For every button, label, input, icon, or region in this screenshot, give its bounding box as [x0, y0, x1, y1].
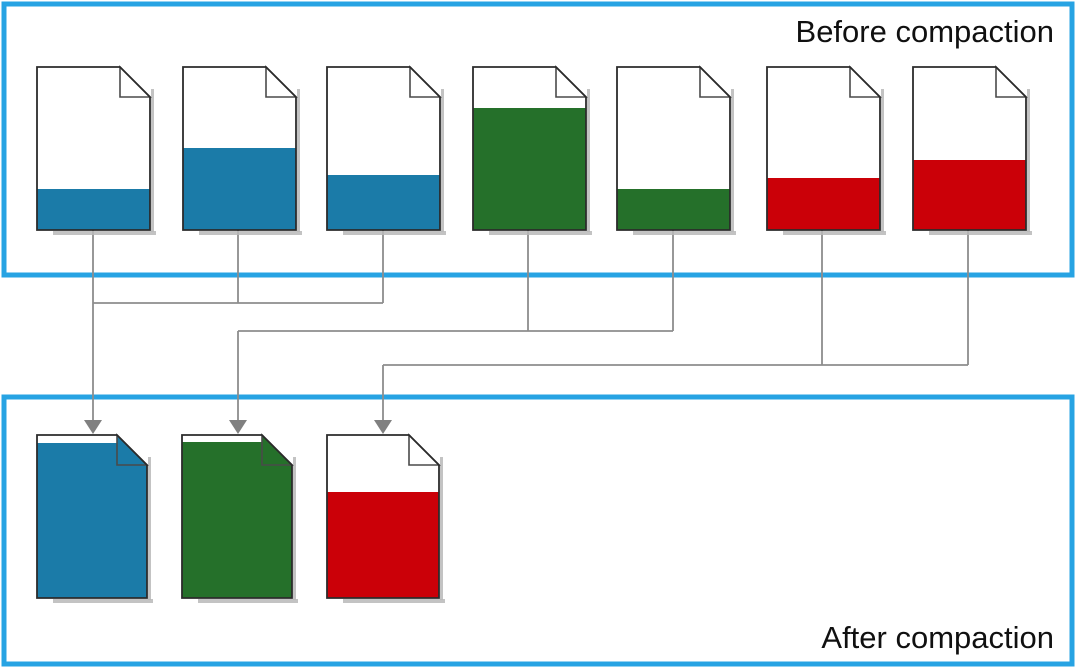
- document-fill-green: [182, 442, 292, 598]
- frame-label-before: Before compaction: [796, 14, 1054, 49]
- document-fill-red: [913, 160, 1026, 230]
- document-shadow-right: [731, 89, 734, 232]
- arrowheads-layer: [84, 420, 392, 434]
- document-shadow: [198, 599, 298, 603]
- document-doc-merged-green: [181, 433, 298, 603]
- document-shadow: [343, 231, 446, 235]
- document-fill-green: [617, 189, 730, 230]
- document-outline: [326, 66, 441, 231]
- document-shadow: [633, 231, 736, 235]
- connector-arrowhead: [84, 420, 102, 434]
- document-outline: [472, 66, 587, 231]
- before-documents-layer: [36, 65, 1032, 235]
- document-fill-blue: [37, 189, 150, 230]
- document-shadow-right: [587, 89, 590, 232]
- connector-arrowhead: [374, 420, 392, 434]
- document-fill-red: [327, 492, 439, 598]
- document-shadow-right: [441, 89, 444, 232]
- document-doc-7: [912, 65, 1032, 235]
- document-fill-green: [473, 108, 586, 230]
- document-doc-4: [472, 65, 592, 235]
- document-outline: [616, 66, 731, 231]
- document-outline: [36, 434, 148, 599]
- document-shadow: [783, 231, 886, 235]
- document-doc-6: [766, 65, 886, 235]
- document-shadow-right: [1027, 89, 1030, 232]
- document-doc-merged-red: [326, 433, 445, 603]
- document-doc-5: [616, 65, 736, 235]
- document-fill-red: [767, 178, 880, 230]
- document-outline: [182, 66, 297, 231]
- connector-arrowhead: [229, 420, 247, 434]
- document-outline: [912, 66, 1027, 231]
- document-shadow-right: [440, 457, 443, 600]
- document-fill-blue: [327, 175, 440, 230]
- document-shadow: [199, 231, 302, 235]
- document-outline: [36, 66, 151, 231]
- document-doc-1: [36, 65, 156, 235]
- document-shadow-right: [148, 457, 151, 600]
- document-shadow-right: [881, 89, 884, 232]
- document-outline: [766, 66, 881, 231]
- document-shadow: [343, 599, 445, 603]
- connectors-layer: [92, 230, 969, 432]
- document-shadow: [489, 231, 592, 235]
- document-doc-3: [326, 65, 446, 235]
- after-documents-layer: [36, 433, 445, 603]
- document-shadow: [53, 231, 156, 235]
- document-shadow: [53, 599, 153, 603]
- document-shadow-right: [151, 89, 154, 232]
- document-shadow-right: [297, 89, 300, 232]
- document-fill-blue: [183, 148, 296, 230]
- document-shadow-right: [293, 457, 296, 600]
- document-fill-blue: [37, 443, 147, 598]
- frame-label-after: After compaction: [821, 620, 1054, 655]
- document-doc-2: [182, 65, 302, 235]
- document-outline: [326, 434, 440, 599]
- document-doc-merged-blue: [36, 433, 153, 603]
- document-outline: [181, 434, 293, 599]
- document-shadow: [929, 231, 1032, 235]
